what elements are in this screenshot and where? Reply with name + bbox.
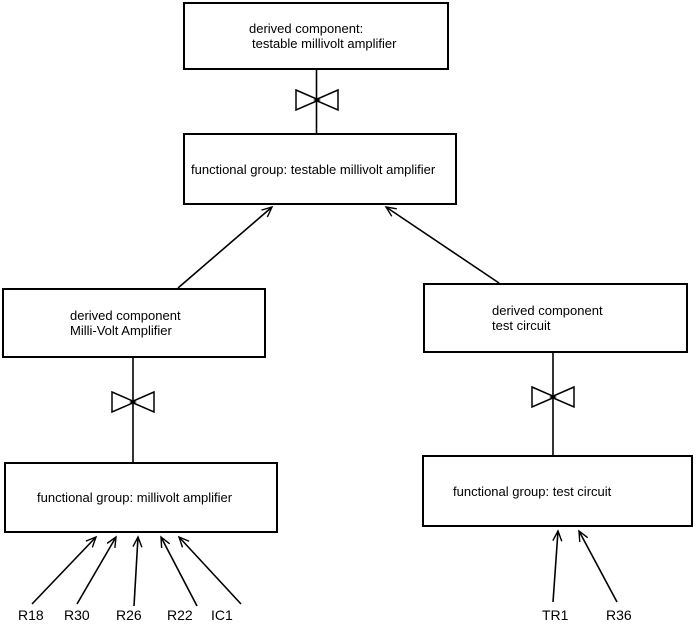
leaf-label-r30: R30 <box>64 607 90 623</box>
arrow-left-derived-to-central <box>177 207 272 289</box>
leaf-label-r26: R26 <box>116 607 142 623</box>
arrow-r18 <box>31 537 96 605</box>
box-derived-test-circuit: derived component test circuit <box>423 283 688 353</box>
arrow-right-derived-to-central <box>386 207 500 284</box>
box-text-line: functional group: testable millivolt amp… <box>191 161 436 177</box>
leaf-label-r22: R22 <box>167 607 193 623</box>
bowtie-icon <box>295 88 339 112</box>
box-text-line: derived component <box>70 308 181 323</box>
box-derived-milli-volt-amplifier: derived component Milli-Volt Amplifier <box>2 288 266 358</box>
box-text-line: functional group: millivolt amplifier <box>37 490 233 505</box>
box-text-line: derived component <box>492 303 603 318</box>
box-text-line: Milli-Volt Amplifier <box>70 323 172 338</box>
box-functional-group-test-circuit: functional group: test circuit <box>422 455 693 527</box>
box-text-line: testable millivolt amplifier <box>252 36 397 51</box>
arrow-ic1 <box>179 537 242 605</box>
arrow-r22 <box>161 537 198 607</box>
box-derived-testable-millivolt-amplifier: derived component: testable millivolt am… <box>183 2 449 70</box>
box-text-line: functional group: test circuit <box>453 483 612 499</box>
arrow-r30 <box>76 537 116 605</box>
leaf-label-ic1: IC1 <box>211 607 233 623</box>
leaf-label-r18: R18 <box>18 607 44 623</box>
box-text-line: derived component: <box>249 21 364 36</box>
arrow-tr1 <box>552 531 558 603</box>
box-functional-group-millivolt-amplifier: functional group: millivolt amplifier <box>4 462 278 533</box>
arrow-r26 <box>134 537 138 607</box>
bowtie-icon <box>531 385 575 409</box>
leaf-label-tr1: TR1 <box>542 607 569 623</box>
bowtie-icon <box>111 390 155 414</box>
leaf-label-r36: R36 <box>606 607 632 623</box>
box-functional-group-testable-millivolt-amplifier: functional group: testable millivolt amp… <box>183 133 457 205</box>
box-text-line: test circuit <box>492 318 551 333</box>
arrow-r36 <box>579 531 618 603</box>
